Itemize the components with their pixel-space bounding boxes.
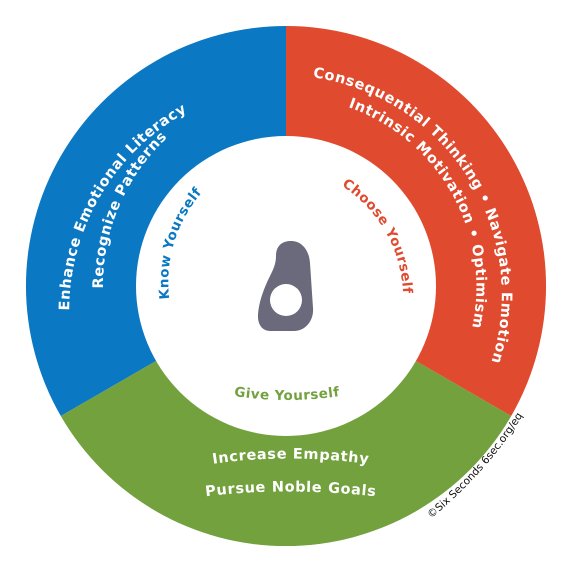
give-yourself-label: Give Yourself: [233, 384, 340, 404]
give-line-1: Increase Empathy: [211, 446, 370, 467]
give-line-2: Pursue Noble Goals: [204, 479, 377, 500]
logo-icon: [258, 241, 314, 331]
logo-inner-hole: [270, 284, 302, 316]
